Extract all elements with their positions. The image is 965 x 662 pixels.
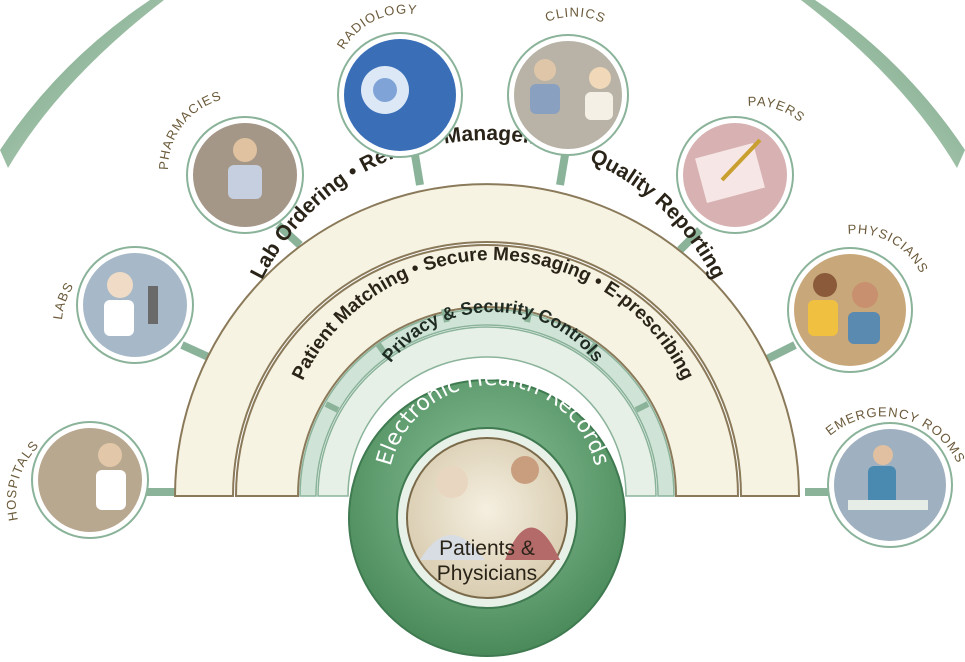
patient-face-icon (436, 466, 468, 498)
clinic-photo-face-2 (589, 67, 611, 89)
node-clinics[interactable] (507, 34, 629, 156)
node-connectors (145, 154, 830, 496)
physician-body-icon (505, 527, 560, 560)
node-emergency-rooms[interactable] (827, 422, 953, 548)
pharmacy-photo-face (233, 138, 257, 162)
clinic-photo-face-1 (534, 59, 556, 81)
center-label-line1: Patients & (439, 537, 535, 560)
payer-photo-pen (720, 138, 762, 182)
er-photo-scrubs (868, 466, 896, 510)
clinic-photo-shirt-1 (530, 84, 560, 114)
lab-photo-face (107, 272, 133, 298)
right-outer-swoosh (801, 0, 965, 168)
patient-body-icon (420, 535, 485, 560)
clinics-label: CLINICS (543, 5, 607, 26)
hospital-photo-icon (38, 428, 142, 532)
er-photo-face (873, 445, 893, 465)
lab-photo-coat (104, 300, 134, 336)
outer-services-arc (173, 183, 801, 497)
node-labs[interactable] (76, 246, 194, 364)
physician-face-icon (511, 456, 539, 484)
er-photo-gurney (848, 500, 928, 510)
node-radiology[interactable] (337, 32, 463, 158)
left-outer-swoosh (0, 0, 164, 168)
physician-photo-shirt-1 (808, 300, 838, 336)
physician-photo-face-1 (813, 273, 837, 297)
pharmacy-photo-shirt (228, 165, 262, 199)
center-label-line2: Physicians (437, 562, 537, 585)
physician-photo-shirt-2 (848, 312, 880, 344)
band-ticks (324, 308, 650, 413)
security-controls-arc (317, 326, 657, 497)
lab-microscope-photo-icon (83, 253, 187, 357)
physician-photo-face-2 (852, 282, 878, 308)
clinic-photo-shirt-2 (585, 92, 613, 120)
node-payers[interactable] (676, 116, 794, 234)
radiology-photo-scanner-bore (373, 78, 397, 102)
hospital-photo-coat (96, 470, 126, 510)
svg-text:LABS: LABS (50, 279, 77, 320)
node-physicians[interactable] (787, 247, 913, 373)
middle-services-arc (234, 244, 740, 497)
labs-label: LABS (50, 279, 76, 320)
hospital-photo-face (98, 443, 122, 467)
node-pharmacies[interactable] (186, 116, 304, 234)
connector-band-arc (299, 308, 675, 497)
lab-photo-microscope (148, 286, 158, 324)
node-hospitals[interactable] (31, 421, 149, 539)
svg-text:CLINICS: CLINICS (543, 5, 608, 26)
